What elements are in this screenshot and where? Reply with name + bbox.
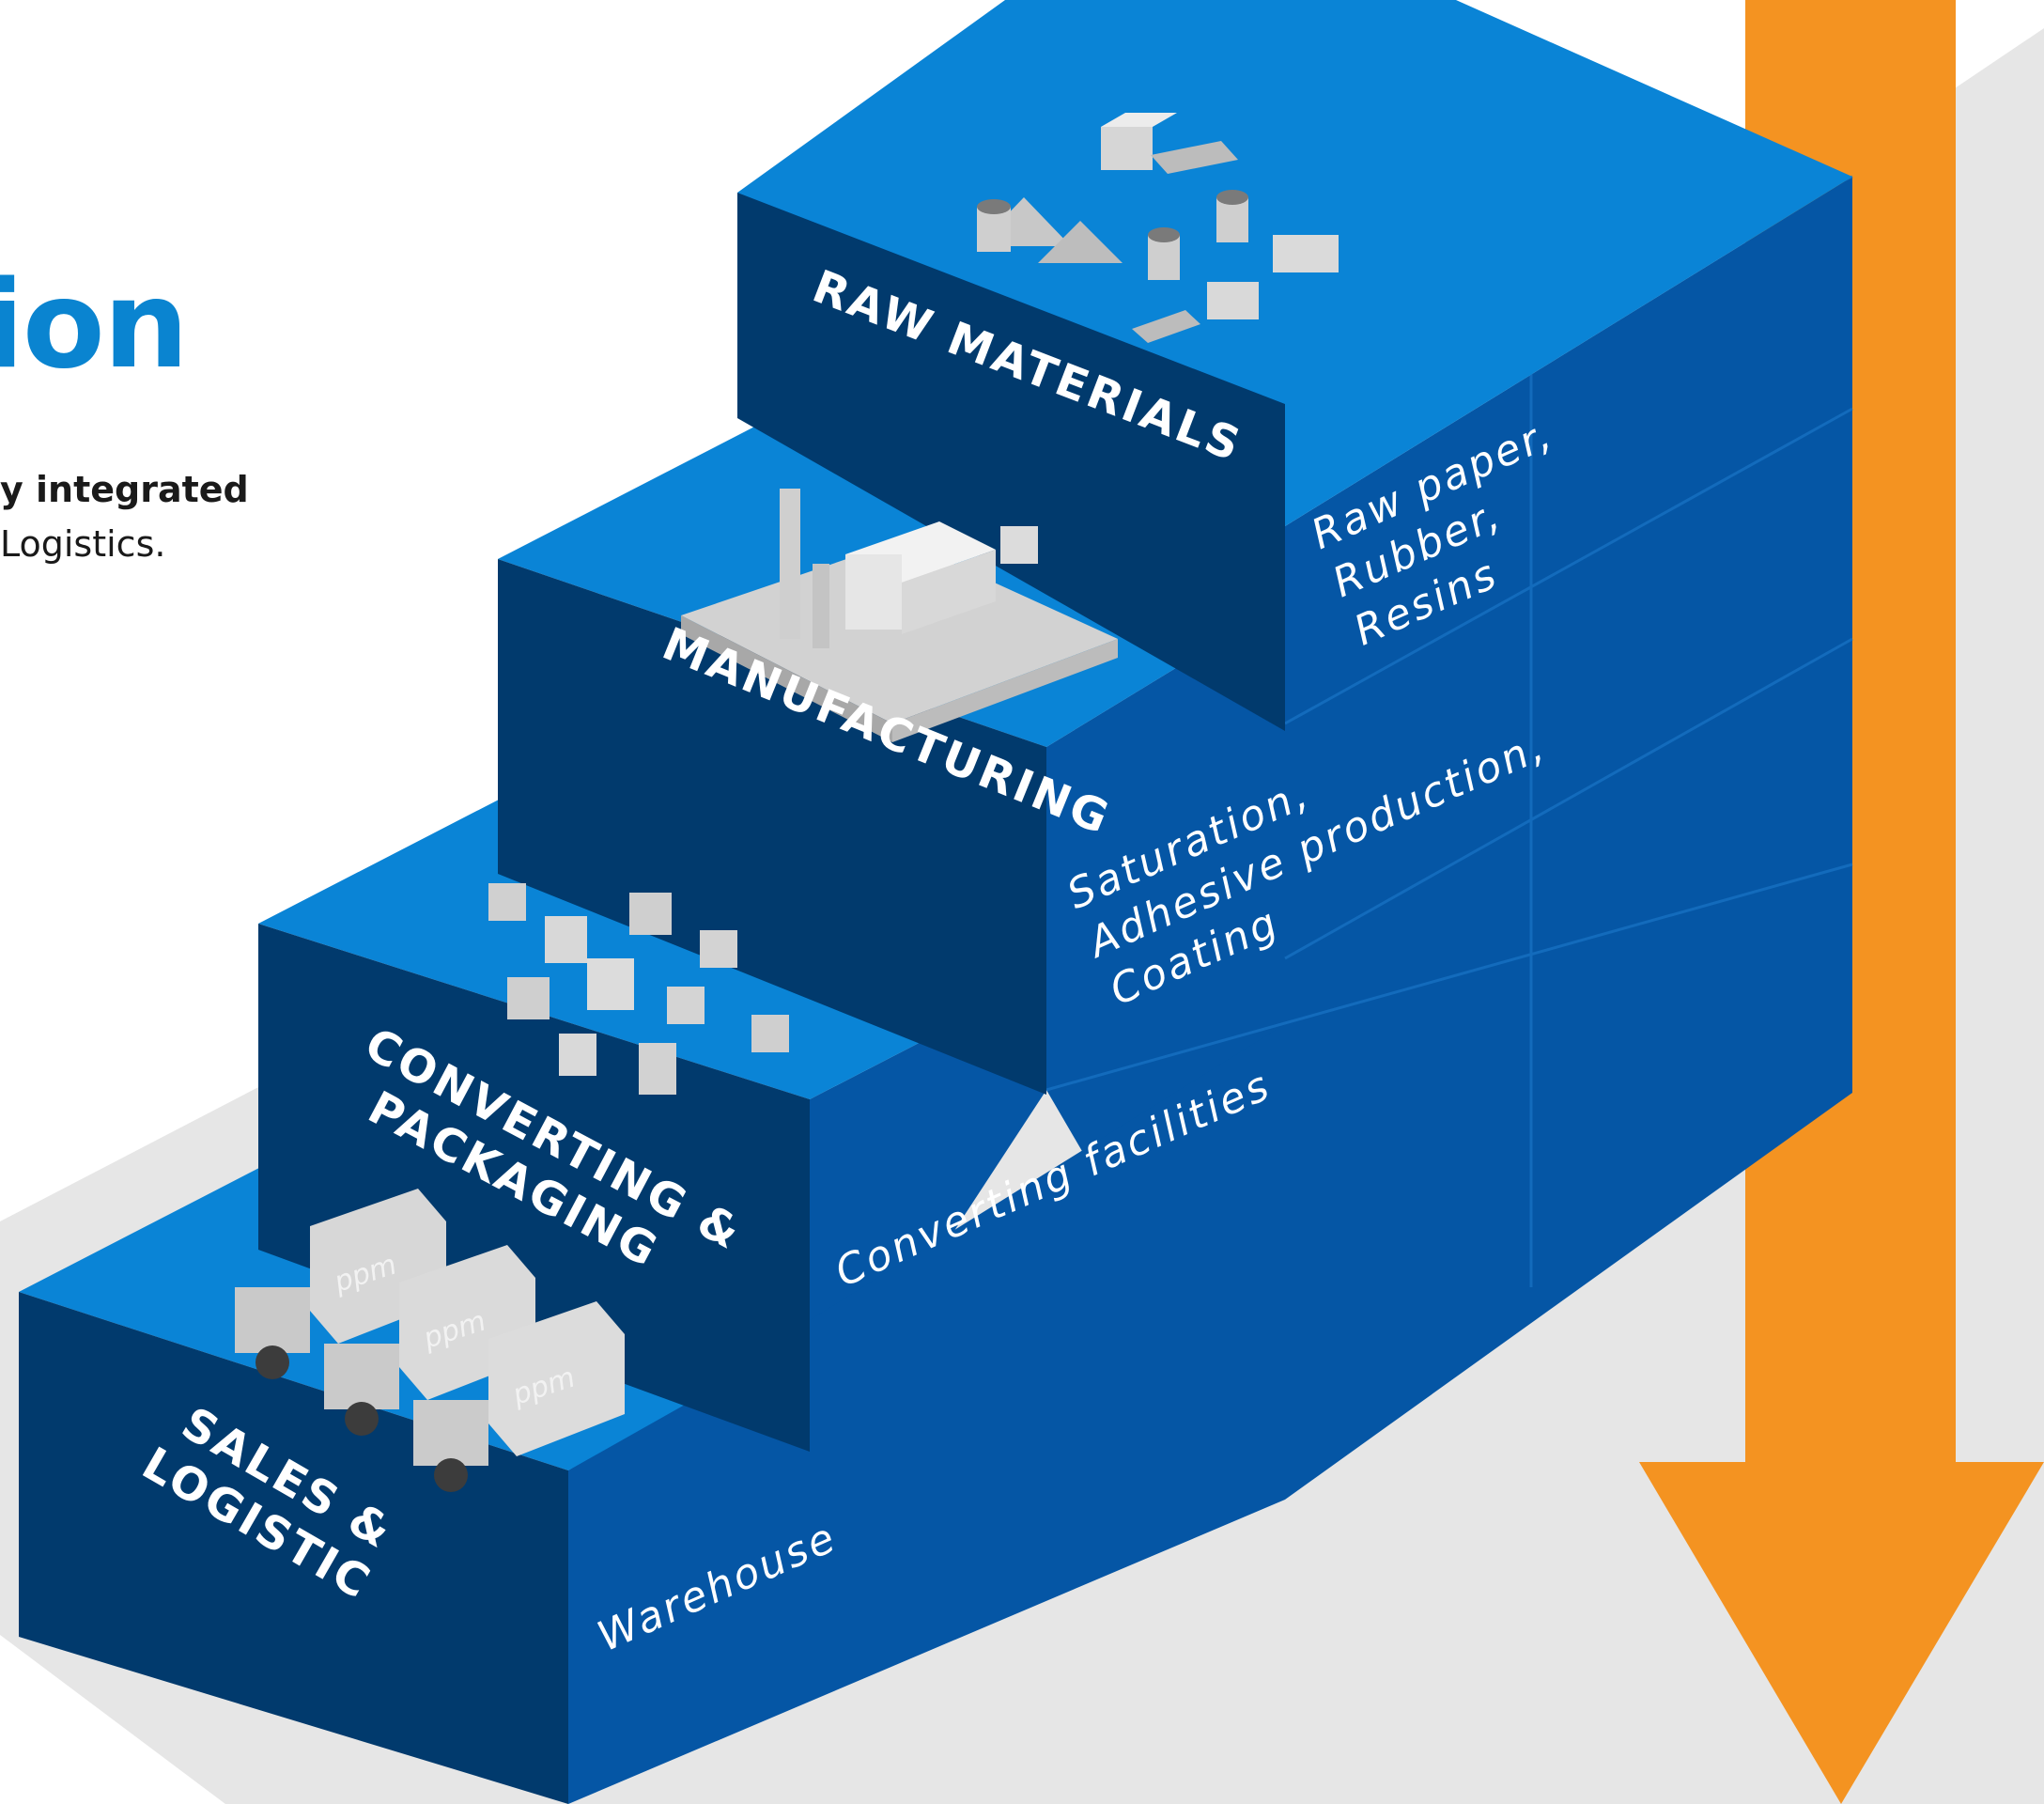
intro-line-2: Logistics. bbox=[0, 523, 166, 565]
intro-bold: y integrated bbox=[0, 469, 249, 510]
side-face bbox=[568, 1024, 1285, 1804]
raw-materials-icon bbox=[977, 113, 1339, 343]
step-front-manufacturing bbox=[498, 559, 1046, 1095]
step-front-sales bbox=[19, 1292, 568, 1804]
trucks-icon: ppm ppm ppm bbox=[235, 1189, 625, 1492]
page-heading: ion bbox=[0, 256, 189, 396]
factory-icon bbox=[681, 489, 1118, 742]
intro-text: y integrated Logistics. bbox=[0, 462, 249, 571]
boxes-icon bbox=[488, 883, 789, 1095]
step-front-raw-materials bbox=[737, 193, 1285, 731]
side-face bbox=[1285, 177, 1852, 1500]
step-top-converting bbox=[258, 785, 1046, 1099]
